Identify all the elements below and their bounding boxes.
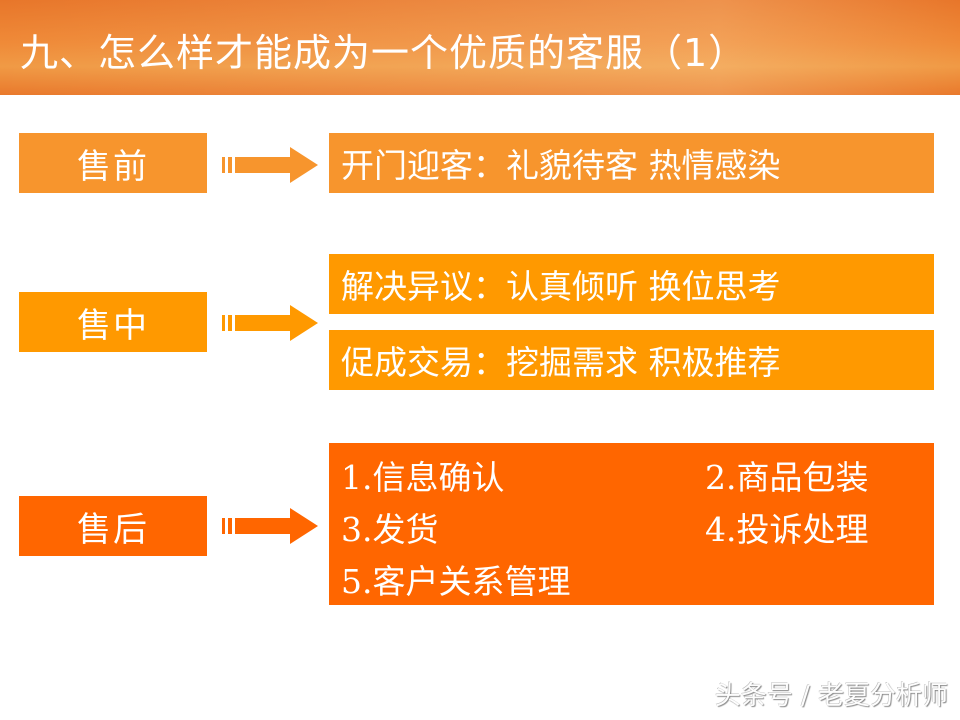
in-sale-item-objections: 解决异议：认真倾听 换位思考: [329, 254, 934, 314]
after-sale-item: 4.投诉处理: [705, 510, 869, 549]
watermark: 头条号 / 老夏分析师: [714, 681, 948, 711]
pre-sale-item: 开门迎客：礼貌待客 热情感染: [329, 133, 934, 193]
stage-after-sale: 售后: [19, 496, 207, 556]
arrow-right-icon: [222, 508, 318, 544]
stage-in-sale: 售中: [19, 292, 207, 352]
after-sale-item: 1.信息确认: [341, 458, 505, 497]
stage-pre-sale: 售前: [19, 133, 207, 193]
after-sale-item: 5.客户关系管理: [341, 562, 571, 601]
arrow-right-icon: [222, 305, 318, 341]
after-sale-item: 3.发货: [341, 510, 439, 549]
after-sale-item: 2.商品包装: [705, 458, 869, 497]
title-bar: 九、怎么样才能成为一个优质的客服（1）: [0, 0, 960, 95]
after-sale-list: 1.信息确认 2.商品包装 3.发货 4.投诉处理 5.客户关系管理: [329, 443, 934, 605]
in-sale-item-close-deal: 促成交易：挖掘需求 积极推荐: [329, 330, 934, 390]
arrow-right-icon: [222, 147, 318, 183]
page-title: 九、怎么样才能成为一个优质的客服（1）: [20, 31, 748, 75]
